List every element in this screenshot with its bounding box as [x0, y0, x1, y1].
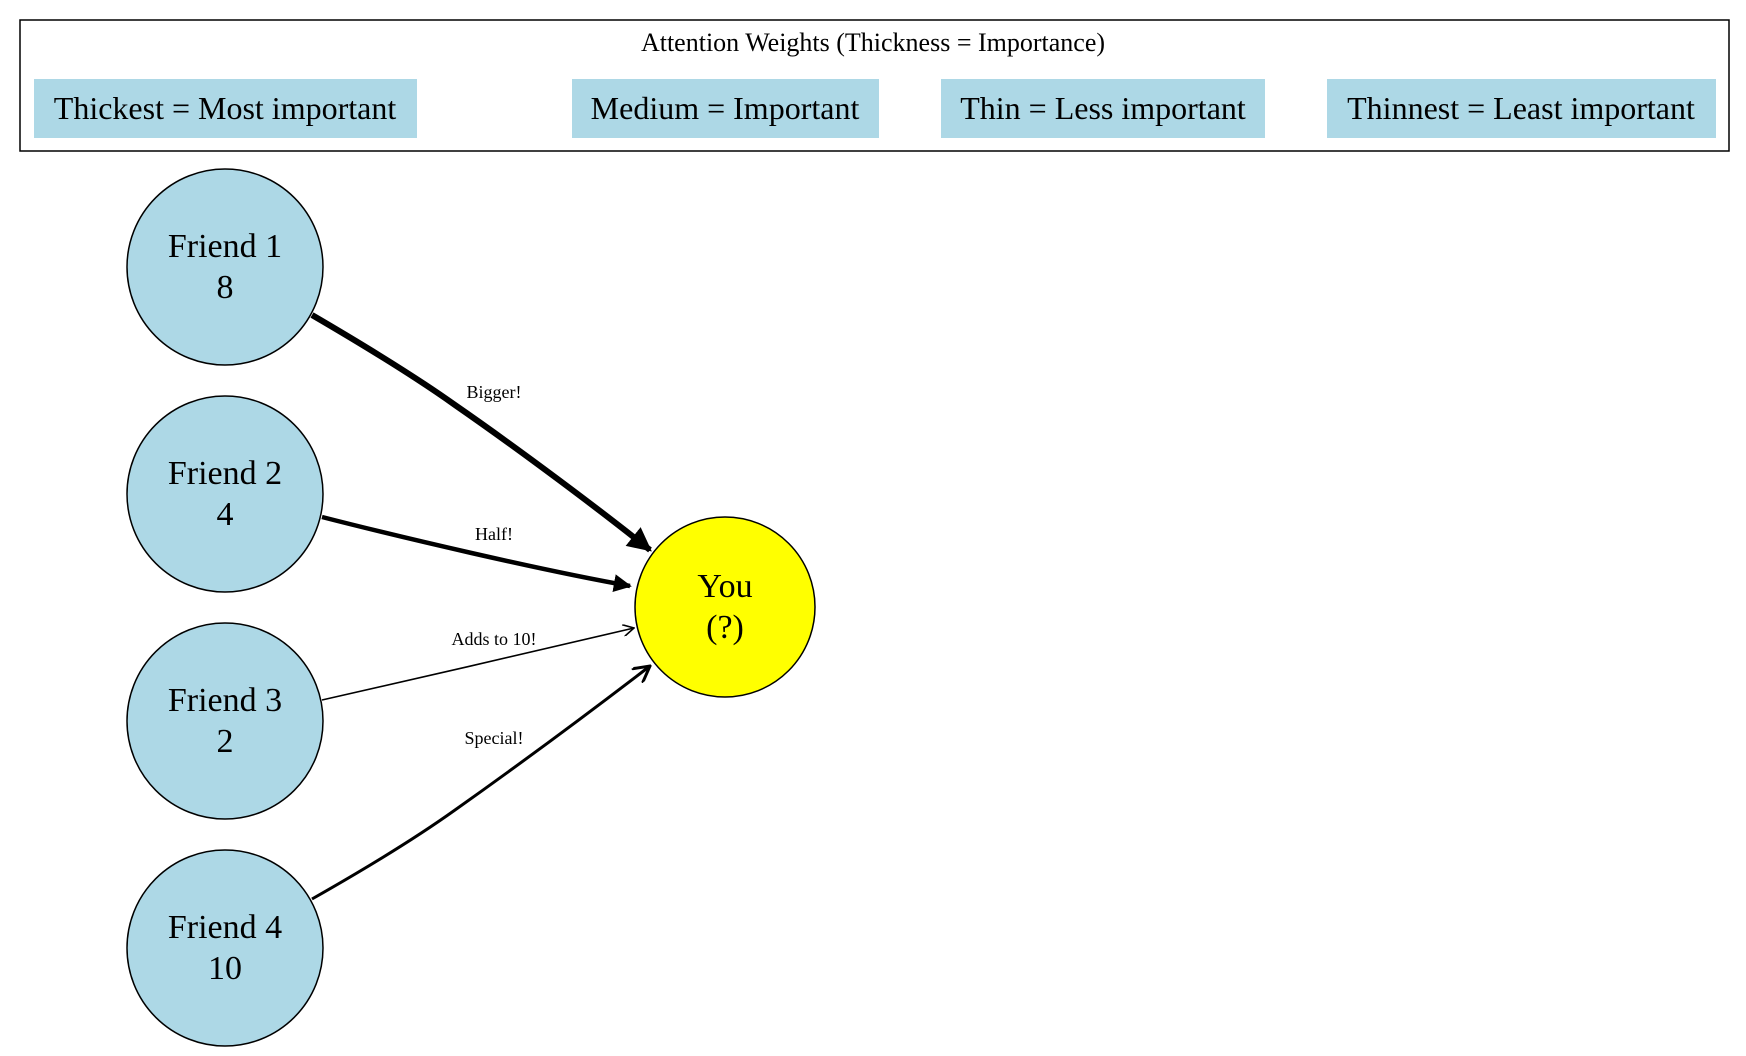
node-name: Friend 1 — [168, 228, 282, 265]
node-name: You — [697, 568, 752, 605]
node-you: You (?) — [634, 516, 816, 698]
node-value: 4 — [217, 496, 234, 533]
edge-friend2-you — [321, 514, 632, 593]
node-circle — [126, 168, 324, 366]
legend-item-box — [34, 79, 417, 138]
node-friend-4: Friend 4 10 — [126, 849, 324, 1047]
edge-friend1-you — [310, 312, 652, 553]
edge-friend4-you — [311, 666, 650, 901]
legend-item-thickest: Thickest = Most important — [54, 90, 397, 126]
edge-label-half: Half! — [475, 524, 513, 544]
node-circle — [634, 516, 816, 698]
edge-label-adds-to-10: Adds to 10! — [452, 629, 537, 649]
legend-title: Attention Weights (Thickness = Importanc… — [641, 28, 1105, 57]
node-circle — [126, 849, 324, 1047]
node-friend-2: Friend 2 4 — [126, 395, 324, 593]
legend-item-thin: Thin = Less important — [960, 90, 1246, 126]
node-friend-1: Friend 1 8 — [126, 168, 324, 366]
node-name: Friend 2 — [168, 455, 282, 492]
edges: Bigger! Half! Adds to 10! Special! — [310, 312, 652, 901]
node-value: 2 — [217, 723, 234, 760]
node-name: Friend 3 — [168, 682, 282, 719]
node-value: 10 — [208, 950, 242, 987]
edge-friend3-you — [321, 628, 634, 701]
edge-label-special: Special! — [465, 728, 524, 748]
legend-item-box — [941, 79, 1265, 138]
legend-item-medium: Medium = Important — [591, 90, 860, 126]
legend-item-box — [1327, 79, 1716, 138]
node-circle — [126, 622, 324, 820]
edge-label-bigger: Bigger! — [467, 382, 522, 402]
legend: Attention Weights (Thickness = Importanc… — [19, 19, 1730, 152]
node-circle — [126, 395, 324, 593]
legend-frame — [19, 19, 1730, 152]
node-value: (?) — [706, 609, 744, 646]
legend-item-box — [572, 79, 879, 138]
legend-item-thinnest: Thinnest = Least important — [1347, 90, 1695, 126]
node-name: Friend 4 — [168, 909, 282, 946]
node-friend-3: Friend 3 2 — [126, 622, 324, 820]
node-value: 8 — [217, 269, 234, 306]
